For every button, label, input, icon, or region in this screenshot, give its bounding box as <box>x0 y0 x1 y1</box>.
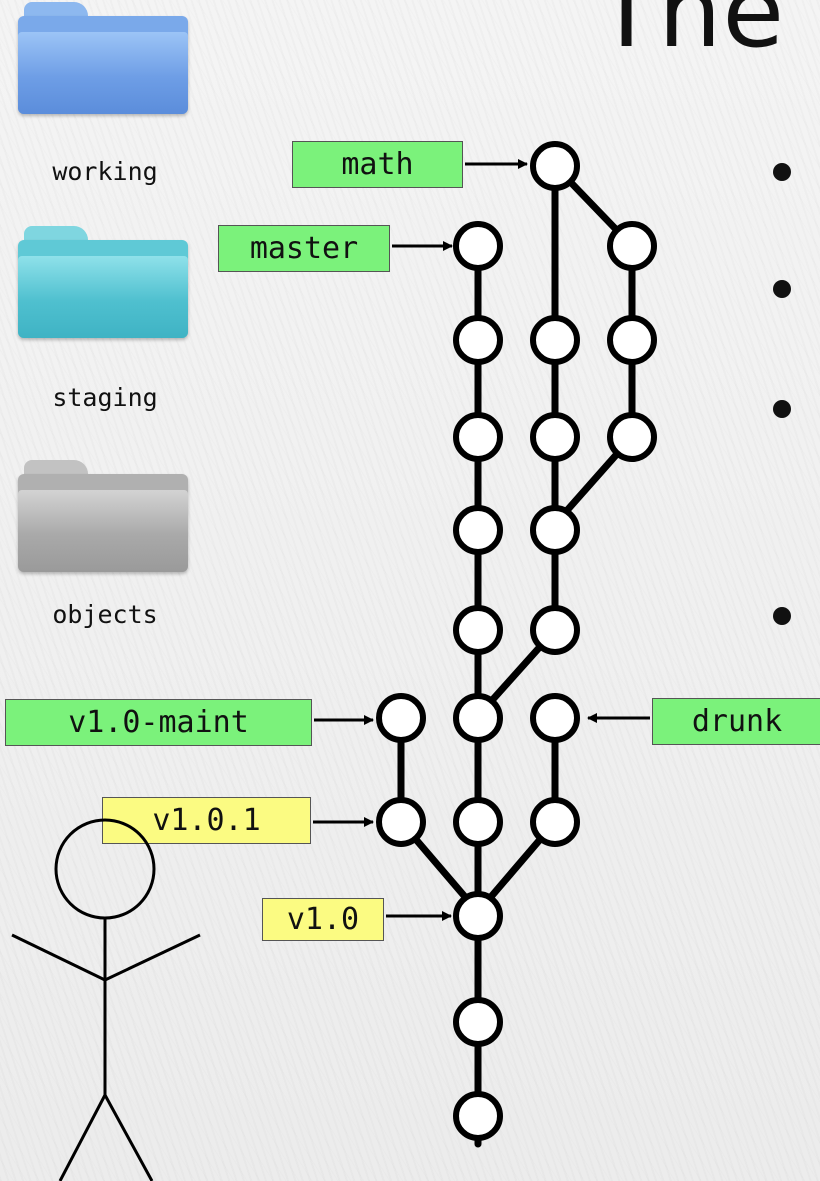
commit-v10 <box>453 891 503 941</box>
ref-v1-0-maint[interactable]: v1.0-maint <box>5 699 312 746</box>
commit-feature <box>530 605 580 655</box>
commit-maint-head <box>376 693 426 743</box>
ref-master-label: master <box>249 230 359 266</box>
stick-figure-user-icon <box>11 818 201 1181</box>
bullet-2 <box>773 280 791 298</box>
working-label: working <box>52 157 158 186</box>
working-folder-icon[interactable] <box>18 2 188 114</box>
bullet-4 <box>773 607 791 625</box>
commit-math-r3 <box>607 412 657 462</box>
commit-master-7 <box>453 797 503 847</box>
staging-folder-icon[interactable] <box>18 226 188 338</box>
commit-v101 <box>376 797 426 847</box>
commit-master-2 <box>453 315 503 365</box>
ref-math[interactable]: math <box>292 141 463 188</box>
ref-v1-0-label: v1.0 <box>286 901 360 937</box>
commit-drunk-1 <box>530 797 580 847</box>
commit-master-5 <box>453 605 503 655</box>
objects-label: objects <box>52 600 158 629</box>
ref-math-label: math <box>341 146 414 182</box>
commit-drunk-head <box>530 693 580 743</box>
commit-math-r2 <box>607 315 657 365</box>
ref-drunk[interactable]: drunk <box>652 698 820 745</box>
bullet-3 <box>773 400 791 418</box>
objects-folder-icon[interactable] <box>18 460 188 572</box>
commit-master-merge <box>453 693 503 743</box>
slide-title: The <box>596 0 785 70</box>
commit-math-m2 <box>530 412 580 462</box>
ref-master[interactable]: master <box>218 225 390 272</box>
ref-v1-0-maint-label: v1.0-maint <box>68 704 249 740</box>
commit-math-r1 <box>607 221 657 271</box>
ref-v1-0-1[interactable]: v1.0.1 <box>102 797 311 844</box>
commit-math-m1 <box>530 315 580 365</box>
commit-root <box>453 1091 503 1141</box>
commit-master-4 <box>453 505 503 555</box>
ref-v1-0[interactable]: v1.0 <box>262 898 384 941</box>
bullet-1 <box>773 163 791 181</box>
commit-root-2 <box>453 997 503 1047</box>
commit-math-merge <box>530 505 580 555</box>
commit-master-3 <box>453 412 503 462</box>
commit-master-head <box>453 221 503 271</box>
ref-v1-0-1-label: v1.0.1 <box>152 802 261 838</box>
ref-drunk-label: drunk <box>691 703 783 739</box>
staging-label: staging <box>52 383 158 412</box>
commit-math-head <box>530 141 580 191</box>
